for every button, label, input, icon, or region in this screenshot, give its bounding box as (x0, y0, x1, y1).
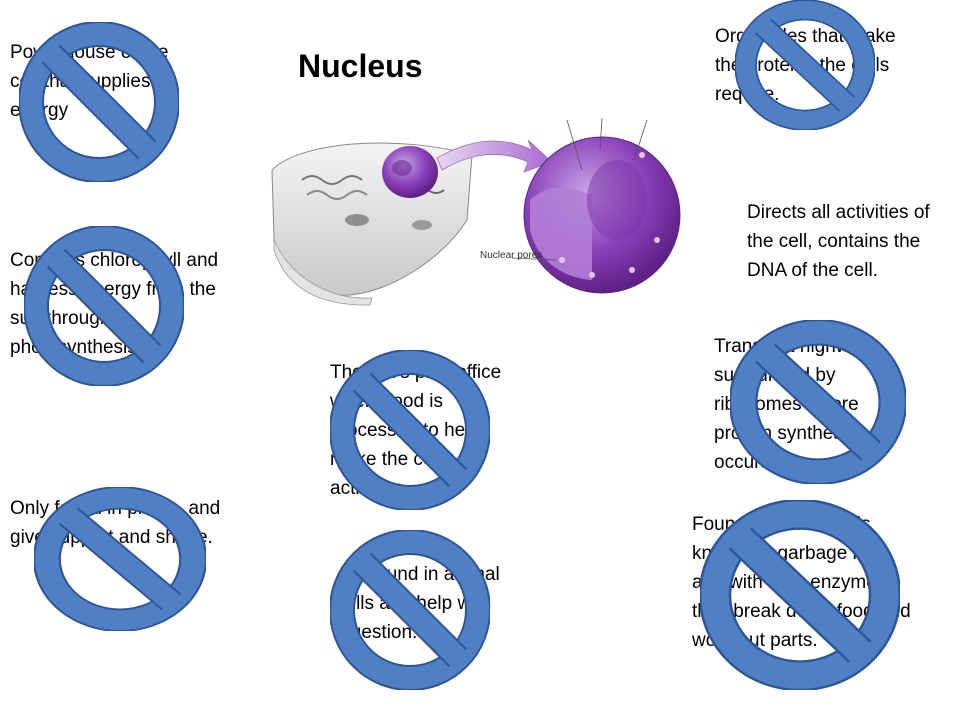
nuclear-pores-label: Nuclear pores (480, 250, 542, 261)
clue-nucleus: Directs all activities of the cell, cont… (747, 202, 930, 281)
prohibited-icon (34, 487, 206, 631)
cell-nucleus-illustration: Nuclear pores (262, 110, 692, 310)
prohibited-icon (24, 226, 184, 386)
prohibited-icon (735, 0, 875, 130)
prohibited-icon (700, 500, 900, 690)
page-title: Nucleus (298, 48, 423, 84)
prohibited-icon (330, 530, 490, 690)
prohibited-icon (19, 22, 179, 182)
prohibited-icon (330, 350, 490, 510)
prohibited-icon (730, 320, 906, 484)
